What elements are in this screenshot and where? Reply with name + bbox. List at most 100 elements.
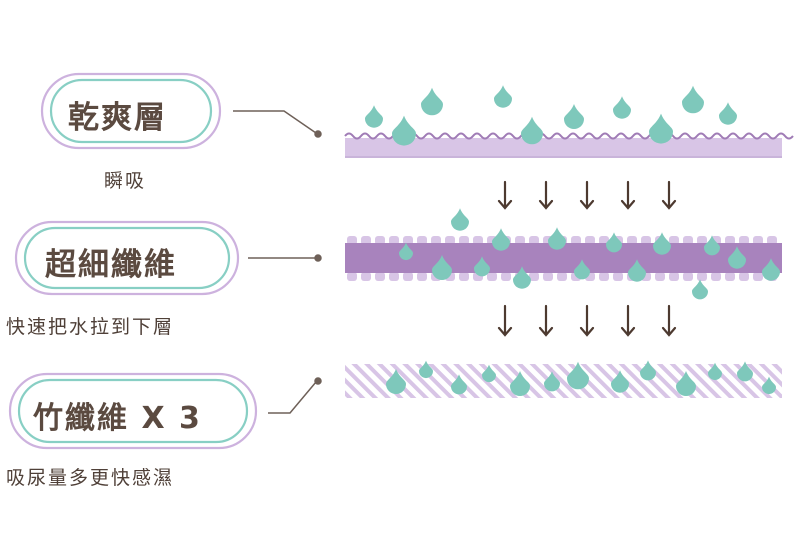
pill-dry-layer: [40, 72, 222, 150]
leader-line-microfiber-layer: [248, 254, 322, 262]
water-drop-icon: [682, 85, 704, 114]
water-drop-icon: [708, 362, 722, 381]
fiber-bump: [613, 272, 623, 281]
label-dry-layer: 乾爽層: [68, 100, 167, 136]
down-arrow-icon: [661, 304, 677, 337]
fiber-bump: [697, 236, 707, 245]
dry-layer-graphic: [344, 132, 794, 158]
fiber-bump: [599, 272, 609, 281]
fiber-bump: [571, 236, 581, 245]
fiber-bump: [739, 272, 749, 281]
water-drop-icon: [737, 361, 753, 382]
fiber-bump: [683, 272, 693, 281]
bamboo-fiber-layer-graphic: [345, 364, 782, 398]
fiber-bump: [361, 272, 371, 281]
water-drop-icon: [544, 371, 560, 392]
fiber-bump: [585, 236, 595, 245]
fiber-bump: [627, 236, 637, 245]
water-drops: [365, 85, 780, 396]
fiber-bump: [683, 236, 693, 245]
water-drop-icon: [482, 364, 496, 383]
fiber-bump: [641, 236, 651, 245]
caption-dry-layer: 瞬吸: [104, 170, 147, 192]
fiber-bump: [515, 236, 525, 245]
water-drop-icon: [692, 279, 708, 300]
water-drop-icon: [762, 258, 780, 281]
down-arrow-icon: [579, 304, 595, 337]
water-drop-icon: [653, 232, 671, 255]
water-drop-icon: [649, 113, 673, 144]
water-drop-icon: [492, 228, 510, 251]
water-drop-icon: [704, 235, 720, 256]
caption-bamboo-fiber-layer: 吸尿量多更快感濕: [6, 467, 175, 489]
fiber-bump: [529, 272, 539, 281]
down-arrow-icon: [538, 180, 554, 210]
water-drop-icon: [719, 102, 737, 125]
water-drop-icon: [676, 371, 696, 396]
leader-line-dry-layer: [233, 110, 322, 138]
fiber-bump: [739, 236, 749, 245]
fiber-bump: [361, 236, 371, 245]
fiber-bump: [725, 272, 735, 281]
water-drop-icon: [548, 227, 566, 250]
water-drop-icon: [421, 87, 443, 116]
label-microfiber-layer: 超細纖維: [45, 247, 177, 283]
fiber-bump: [669, 236, 679, 245]
water-drop-icon: [567, 361, 589, 390]
water-drop-icon: [432, 255, 452, 280]
fiber-bump: [389, 272, 399, 281]
water-drop-icon: [640, 360, 656, 381]
fiber-bump: [431, 236, 441, 245]
water-drop-icon: [474, 256, 490, 277]
water-drop-icon: [613, 96, 631, 119]
fiber-bump: [403, 236, 413, 245]
water-drop-icon: [451, 374, 467, 395]
fiber-bump: [711, 272, 721, 281]
water-drop-icon: [513, 266, 531, 289]
water-drop-icon: [606, 232, 622, 253]
fiber-bump: [487, 272, 497, 281]
label-bamboo-fiber-layer: 竹纖維 X 3: [33, 401, 202, 436]
water-drop-icon: [611, 370, 629, 393]
fiber-bump: [459, 272, 469, 281]
fiber-bump: [389, 236, 399, 245]
fiber-bump: [767, 236, 777, 245]
fiber-bump: [403, 272, 413, 281]
water-drop-icon: [365, 105, 383, 128]
water-drop-icon: [521, 116, 543, 145]
fiber-bump: [753, 272, 763, 281]
water-drop-icon: [392, 115, 416, 146]
down-arrow-icon: [579, 180, 595, 210]
fiber-bump: [753, 236, 763, 245]
water-drop-icon: [628, 259, 646, 282]
fiber-bump: [347, 236, 357, 245]
down-arrow-icon: [538, 304, 554, 337]
fiber-bump: [347, 272, 357, 281]
water-drop-icon: [564, 104, 584, 129]
down-arrows: [497, 180, 677, 337]
fiber-bump: [557, 272, 567, 281]
down-arrow-icon: [497, 304, 513, 337]
water-drop-icon: [728, 246, 746, 269]
fiber-bump: [697, 272, 707, 281]
fiber-bump: [529, 236, 539, 245]
water-drop-icon: [510, 371, 530, 396]
fiber-bump: [375, 272, 385, 281]
down-arrow-icon: [661, 180, 677, 210]
fiber-bump: [375, 236, 385, 245]
water-drop-icon: [762, 376, 776, 395]
fiber-bump: [417, 272, 427, 281]
fiber-bump: [725, 236, 735, 245]
fiber-bump: [473, 236, 483, 245]
water-drop-icon: [574, 259, 590, 280]
caption-microfiber-layer: 快速把水拉到下層: [6, 316, 175, 338]
water-drop-icon: [386, 369, 406, 394]
water-drop-icon: [419, 360, 433, 379]
leader-line-bamboo-fiber-layer: [268, 377, 322, 414]
pill-bamboo-fiber-layer: [8, 372, 258, 450]
fiber-bump: [669, 272, 679, 281]
fiber-bump: [445, 236, 455, 245]
pill-microfiber-layer: [14, 220, 240, 296]
water-drop-icon: [451, 208, 469, 231]
